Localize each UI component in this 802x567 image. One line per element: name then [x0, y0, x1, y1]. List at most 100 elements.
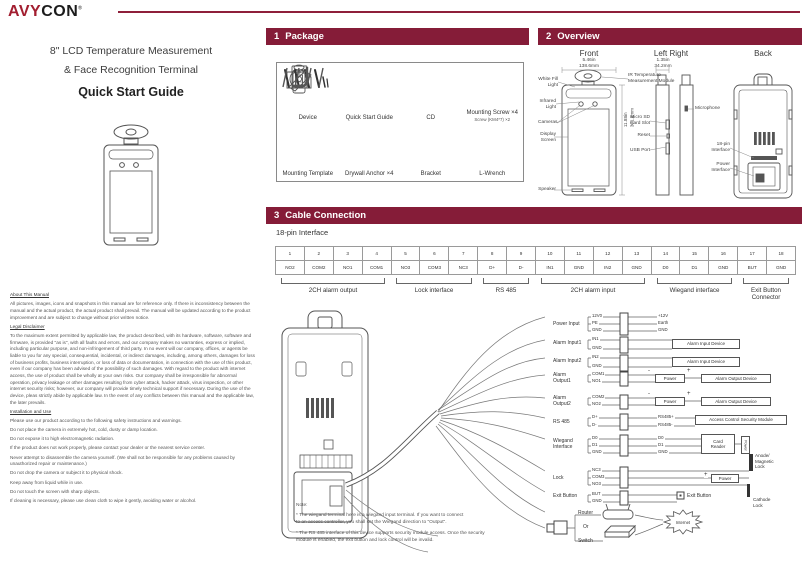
pin-number: 3	[333, 247, 363, 261]
bracket-icon	[288, 70, 312, 92]
pin-label: D1	[680, 261, 710, 275]
install-line: Keep away from liquid while in use.	[10, 479, 84, 485]
side-width-inches: 1.35in	[656, 58, 670, 63]
pin-number: 11	[564, 247, 594, 261]
group-label: 2CH alarm output	[308, 287, 358, 294]
switch-label: Switch	[578, 538, 593, 544]
install-line: Never attempt to disassemble the camera …	[10, 454, 236, 467]
pin-number: 17	[738, 247, 768, 261]
pin-label: GND	[767, 261, 796, 275]
registered-mark: ®	[78, 5, 83, 12]
note-line-2: * The RS 485 interface of this device su…	[296, 530, 485, 543]
legal-heading: Legal Disclaimer	[10, 323, 45, 329]
pin-number: 14	[651, 247, 681, 261]
section-2-overview-header: 2 Overview	[538, 28, 802, 45]
card-reader-box: Card Reader	[701, 434, 735, 454]
pin-label: NO2	[276, 261, 305, 275]
pin-number: 7	[449, 247, 479, 261]
pin-tag: COM3	[591, 474, 606, 480]
pin-label: COM3	[420, 261, 450, 275]
wiring-row-label: Alarm Input2	[553, 358, 582, 364]
alarm-input-device-box: Alarm Input Device	[672, 357, 740, 367]
ir-module-label: IR Temperature Measurement Module	[628, 73, 675, 84]
internet-label: Internet	[676, 520, 691, 525]
pin-label: NO3	[391, 261, 421, 275]
wiring-row-label: Power Input	[553, 321, 580, 327]
legal-body: To the maximum extent permitted by appli…	[10, 332, 255, 405]
package-item-label: Bracket	[420, 171, 441, 178]
overview-diagrams: Front Left Right Back 5.46in 138.6mm 11.…	[538, 46, 802, 206]
pin-tag: GND	[591, 363, 603, 369]
cable-subtitle: 18-pin Interface	[276, 228, 329, 237]
pin-number: 9	[507, 247, 536, 261]
device-front-illustration	[103, 124, 159, 246]
exit-button-label: Exit Button	[687, 493, 712, 499]
pin-label: D-	[507, 261, 536, 275]
package-item-label: Drywall Anchor ×4	[344, 171, 394, 178]
speaker-label: Speaker	[538, 187, 556, 192]
wiring-row-label: Alarm Output2	[553, 395, 571, 407]
pin-label: COM1	[362, 261, 392, 275]
pin-number: 15	[680, 247, 710, 261]
alarm-input-device-box: Alarm Input Device	[672, 339, 740, 349]
wiring-row-label: Alarm Input1	[553, 340, 582, 346]
plus-sign: +	[687, 391, 691, 397]
package-item-template: Mounting Template	[277, 65, 339, 181]
pin-label: GND	[622, 261, 652, 275]
pin-label: IN1	[536, 261, 565, 275]
section-title: Cable Connection	[285, 210, 367, 221]
pin-tag: D1	[591, 442, 599, 448]
cathode-lock-label: Cathode Lock	[753, 497, 771, 508]
alarm-output-device-box: Alarm Output Device	[701, 397, 771, 406]
package-item-bracket: Bracket	[288, 70, 462, 181]
infrared-light-label: Infrared Light	[539, 99, 556, 110]
pin-number: 18	[767, 247, 796, 261]
package-item-label: Mounting Screw ×4	[466, 110, 519, 117]
pin-label: GND	[564, 261, 594, 275]
pin-tag: GND	[591, 449, 603, 455]
install-line: Please use our product according to the …	[10, 417, 182, 423]
pin-tag: D-	[591, 422, 598, 428]
pin-table: 1 2 3 4 5 6 7 8 9 10 11 12 13 14 15 16 1…	[275, 246, 796, 275]
section-3-cable-header: 3 Cable Connection	[266, 207, 802, 224]
pin-tag: PE	[591, 320, 599, 326]
pin-label: GND	[709, 261, 739, 275]
pin-tag: D+	[591, 414, 599, 420]
pin-number: 10	[536, 247, 565, 261]
pin-label: NO1	[333, 261, 363, 275]
pin-number: 16	[709, 247, 739, 261]
wiring-row-label: Alarm Output1	[553, 372, 571, 384]
page-title-line1: 8" LCD Temperature Measurement	[49, 45, 213, 57]
output-tag: RS485+	[657, 414, 675, 420]
avycon-logo: AVYCON®	[8, 3, 82, 21]
power-box: Power	[655, 374, 685, 383]
pin-tag: GND	[591, 327, 603, 333]
pin-tag: NO3	[591, 481, 602, 487]
group-label: Exit Button Connector	[751, 287, 781, 302]
pin-tag: NC3	[591, 467, 602, 473]
logo-black-part: CON	[41, 3, 79, 20]
output-tag: D1	[657, 442, 665, 448]
section-number: 1	[274, 31, 280, 42]
card-reader-power-box: Power	[741, 436, 750, 454]
anode-lock-label: Anode/ Magnetic Lock	[755, 453, 774, 469]
access-control-module-box: Access Control Security Module	[695, 415, 787, 425]
wiring-lines: Internet	[546, 312, 753, 542]
group-label: RS 485	[495, 287, 517, 294]
wiring-row-label: RS 485	[553, 419, 570, 425]
output-tag: D0	[657, 435, 665, 441]
internet-starburst	[662, 509, 704, 535]
package-item-label: Device	[298, 115, 317, 122]
overview-line-art	[554, 67, 793, 199]
package-item-label: Quick Start Guide	[345, 115, 393, 122]
power-box: Power	[655, 397, 685, 406]
pin-label: NC3	[449, 261, 479, 275]
about-body: All pictures, images, icons and snapshot…	[10, 301, 251, 320]
install-line: If the product does not work properly, p…	[10, 445, 206, 451]
pin-tag: 12V0	[591, 313, 604, 319]
minus-sign: -	[648, 368, 650, 374]
package-item-label: Mounting Template	[282, 171, 334, 178]
group-bracket	[743, 278, 789, 284]
pin-tag: IN2	[591, 354, 600, 360]
